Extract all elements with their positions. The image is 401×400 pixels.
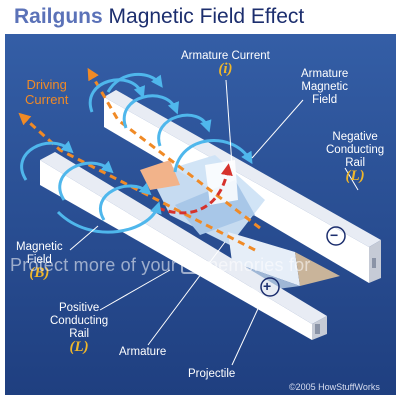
neg-line-2: Conducting [326, 144, 385, 156]
magnetic-field-loops [20, 72, 253, 234]
driving-current-label: Driving Current [25, 77, 68, 107]
armature [140, 155, 265, 245]
armature-current-label: Armature Current (i) [181, 50, 270, 77]
driving-current-arrows [18, 67, 261, 252]
projectile [228, 232, 340, 292]
title-bold: Railguns [14, 5, 103, 28]
watermark-text-before: Protect more of your [10, 255, 178, 275]
armature-current-arrow [157, 163, 233, 215]
amf-line-1: Armature [301, 68, 349, 80]
driving-current-line-1: Driving [26, 77, 67, 92]
copyright: ©2005 HowStuffWorks [289, 382, 380, 392]
magnetic-field-symbol: (B) [29, 265, 50, 281]
watermark: Protect more of your memories for [10, 255, 391, 276]
camera-icon [181, 258, 200, 275]
mf-line-2: Field [26, 254, 52, 266]
positive-conducting-rail [40, 152, 327, 340]
pos-line-2: Conducting [50, 315, 109, 327]
negative-rail-symbol: (L) [345, 168, 365, 184]
positive-sign: + [263, 278, 272, 294]
projectile-label: Projectile [188, 368, 236, 380]
pos-line-3: Rail [69, 328, 89, 340]
positive-sign-circle [260, 277, 280, 297]
leader-lines [69, 79, 359, 366]
negative-sign: − [330, 227, 339, 243]
magnetic-field-label: Magnetic Field (B) [16, 241, 63, 281]
watermark-text-after: memories for [203, 255, 311, 275]
mf-line-1: Magnetic [16, 241, 63, 253]
diagram-title: Railguns Magnetic Field Effect [14, 5, 304, 29]
armature-current-text: Armature Current [181, 50, 270, 62]
negative-sign-circle [326, 226, 346, 246]
amf-line-3: Field [312, 94, 338, 106]
amf-line-2: Magnetic [301, 81, 348, 93]
armature-label: Armature [119, 346, 167, 358]
armature-magnetic-field-label: Armature Magnetic Field [301, 68, 348, 107]
positive-rail-symbol: (L) [69, 339, 89, 355]
neg-line-1: Negative [332, 131, 378, 143]
negative-rail-label: Negative Conducting Rail (L) [326, 131, 385, 184]
armature-current-symbol: (i) [218, 61, 233, 77]
driving-current-line-2: Current [25, 92, 69, 107]
positive-rail-label: Positive Conducting Rail (L) [50, 302, 109, 355]
title-rest: Magnetic Field Effect [102, 5, 305, 28]
neg-line-3: Rail [345, 157, 365, 169]
pos-line-1: Positive [58, 302, 100, 314]
